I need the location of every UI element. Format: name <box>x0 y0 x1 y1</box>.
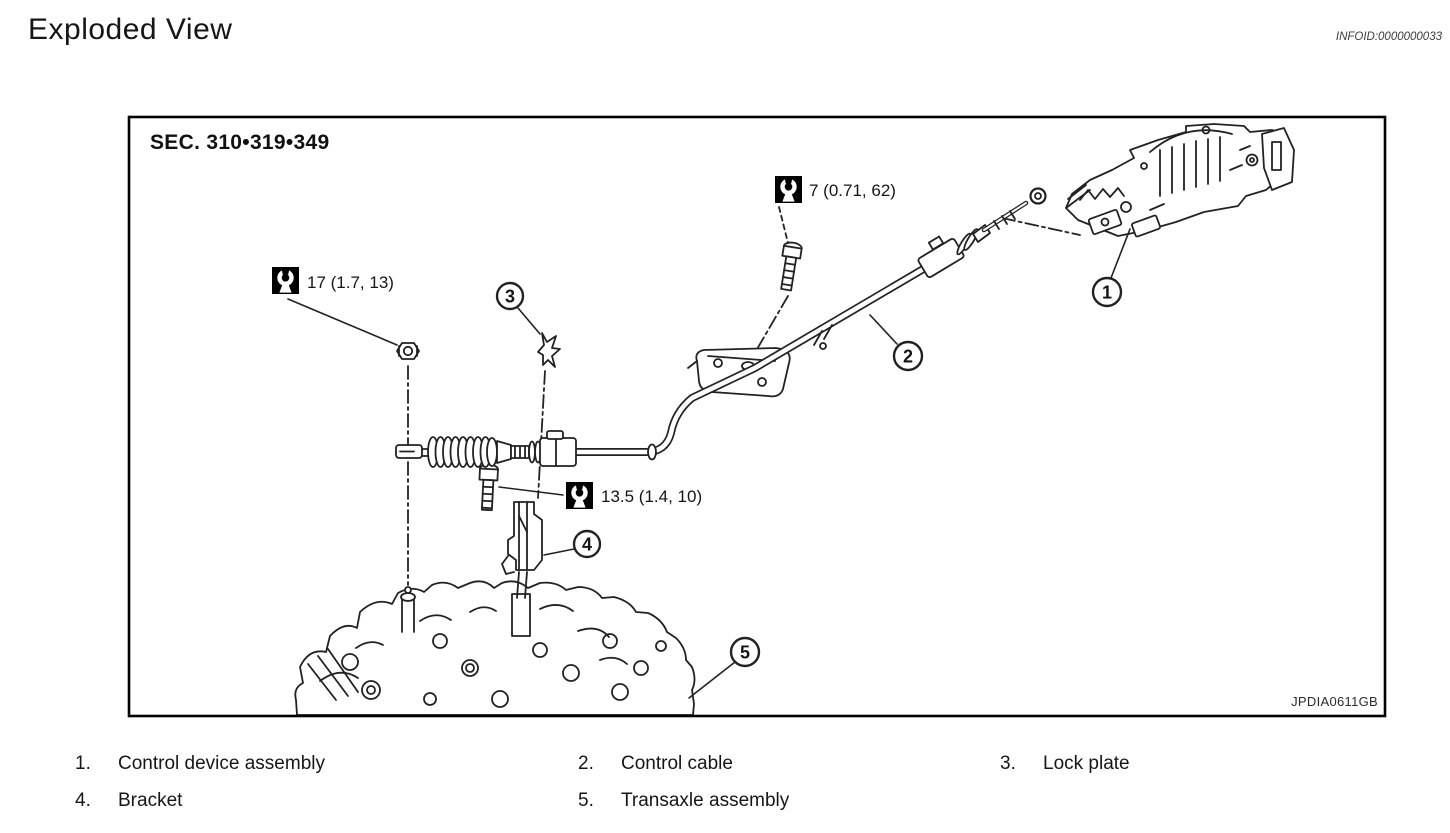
wrench-torque-icon <box>272 267 299 294</box>
callout-5: 5 <box>729 636 761 668</box>
svg-text:5: 5 <box>740 643 750 663</box>
torque-leader-dashed <box>778 206 789 244</box>
cable-bellows <box>427 436 498 468</box>
infoid-label: INFOID:0000000033 <box>1335 31 1442 43</box>
bracket-drawing <box>501 501 543 599</box>
callout-2: 2 <box>892 340 924 372</box>
legend-item: 1. Control device assembly <box>75 753 325 775</box>
transaxle-assembly-drawing <box>294 580 696 716</box>
upper-bolt-drawing <box>780 241 803 292</box>
legend-item-label: Bracket <box>118 790 183 811</box>
svg-text:4: 4 <box>582 535 592 555</box>
torque-spec-label: 17 (1.7, 13) <box>307 273 394 292</box>
center-lines <box>407 217 1081 586</box>
legend-item: 5. Transaxle assembly <box>578 790 789 812</box>
legend-item-number: 2. <box>578 753 594 774</box>
adjuster-nut-drawing <box>396 342 420 360</box>
legend-item-label: Lock plate <box>1043 753 1130 774</box>
figure-code: JPDIA0611GB <box>1291 694 1378 709</box>
transaxle-boss <box>511 593 531 637</box>
wrench-torque-icon <box>566 482 593 509</box>
legend-item: 2. Control cable <box>578 753 733 775</box>
transaxle-stud <box>400 586 416 633</box>
legend-item: 4. Bracket <box>75 790 182 812</box>
legend-item-number: 3. <box>1000 753 1016 774</box>
leader-lines <box>287 228 1131 699</box>
figure-frame-border <box>127 115 1387 718</box>
torque-spec-label: 13.5 (1.4, 10) <box>601 487 703 506</box>
page-title: Exploded View <box>28 13 233 46</box>
svg-text:3: 3 <box>505 287 515 307</box>
legend-item-label: Control cable <box>621 753 733 774</box>
legend-item-number: 4. <box>75 790 91 811</box>
control-device-assembly-drawing <box>1065 123 1295 238</box>
legend-item: 3. Lock plate <box>1000 753 1130 775</box>
svg-text:2: 2 <box>903 347 913 367</box>
legend-item-number: 5. <box>578 790 594 811</box>
callout-3: 3 <box>495 281 525 311</box>
torque-spec-label: 7 (0.71, 62) <box>809 181 896 200</box>
svg-text:1: 1 <box>1102 283 1112 303</box>
legend-item-label: Transaxle assembly <box>621 790 790 811</box>
bracket-bolt-drawing <box>478 463 499 512</box>
control-cable-drawing <box>395 187 1047 468</box>
callout-1: 1 <box>1091 276 1123 308</box>
legend-item-label: Control device assembly <box>118 753 325 774</box>
lock-plate-drawing <box>537 332 561 368</box>
section-label: SEC. 310•319•349 <box>150 131 330 154</box>
legend-item-number: 1. <box>75 753 91 774</box>
callout-4: 4 <box>572 529 602 559</box>
wrench-torque-icon <box>775 176 802 203</box>
